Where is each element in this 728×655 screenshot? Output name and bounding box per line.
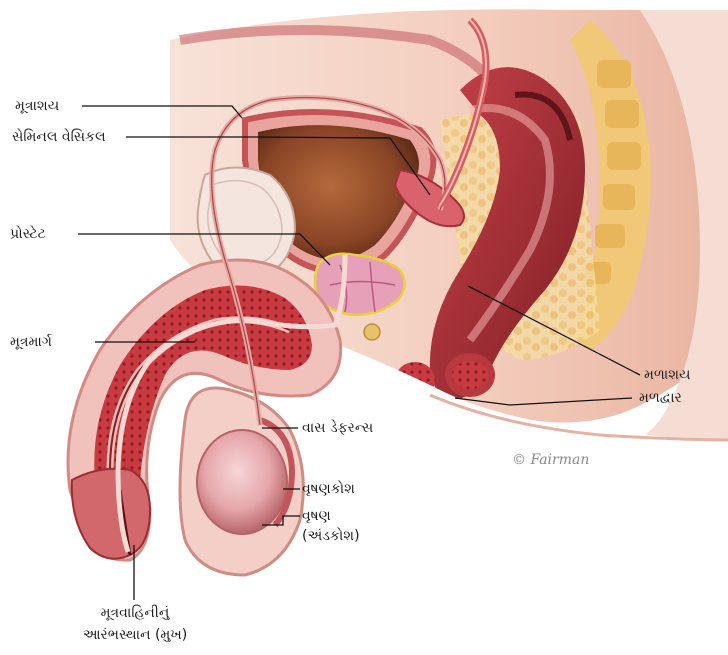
glans-shape [72,469,150,559]
label-testis-1: વૃષણ [302,507,331,525]
label-meatus-1: મૂત્રવાહિનીનું [55,604,215,622]
label-testis-2: (અંડકોશ) [302,527,360,545]
label-urethra: મૂત્રમાર્ગ [10,333,52,351]
label-anus: મળદ્વાર [639,389,682,407]
scrotum-shape [180,388,303,575]
label-scrotum: વૃષણકોશ [302,480,355,498]
artist-signature: © Fairman [512,452,589,468]
label-seminal-vesicle: સેમિનલ વેસિકલ [12,128,106,146]
label-vas-deferens: વાસ ડેફરન્સ [302,419,373,437]
label-bladder: મૂત્રાશય [15,97,59,115]
label-rectum: મળાશય [644,366,691,384]
label-meatus-2: આરંભસ્થાન (મુખ) [40,626,230,644]
label-prostate: પ્રોસ્ટેટ [10,225,46,243]
